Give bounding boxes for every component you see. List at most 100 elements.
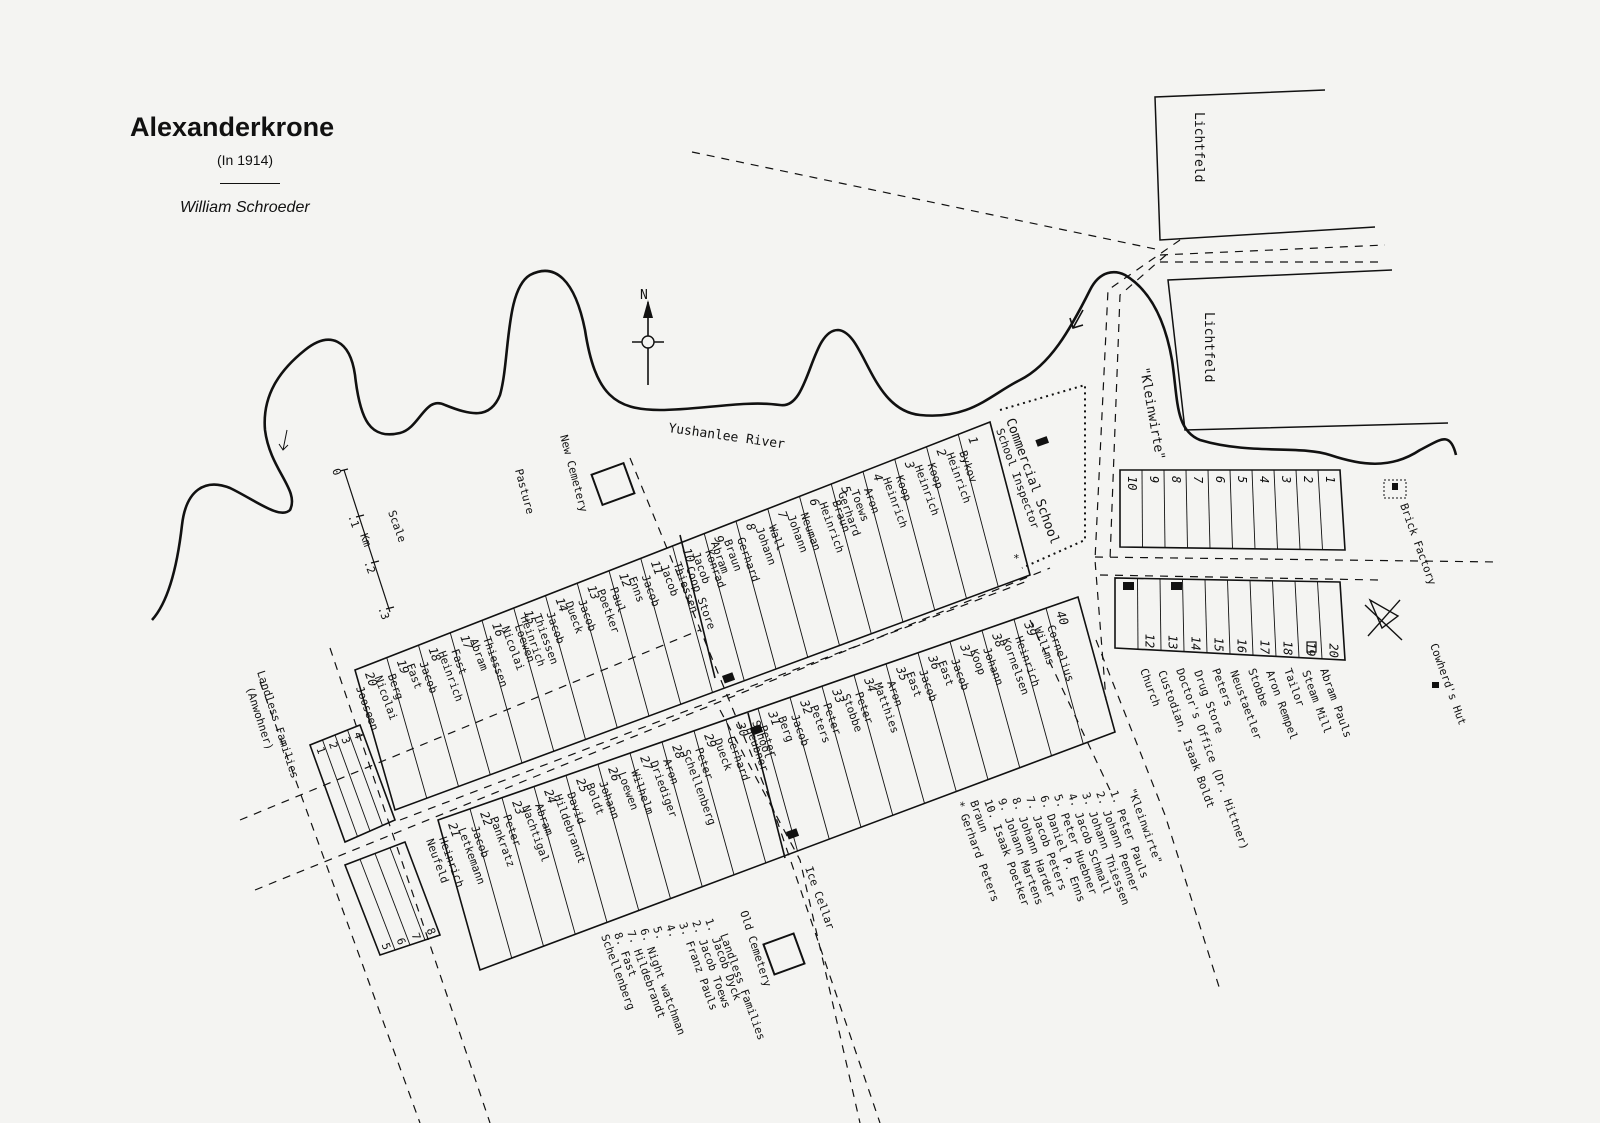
scale-tick-label: .1: [345, 513, 362, 530]
kleinwirte-lot-number: 12: [1143, 634, 1157, 648]
north-lots-block-divider: [767, 508, 809, 658]
kleinwirte-north-block-divider: [1141, 469, 1143, 548]
north-lot-number: 16: [489, 620, 507, 638]
north-lots-block-divider: [418, 645, 459, 787]
north-lot-number: 1: [965, 434, 981, 446]
lichtfeld-south-field: [1167, 269, 1449, 431]
south-block-split: [747, 712, 786, 859]
kleinwirte-south-block-divider: [1182, 579, 1185, 652]
landless-list-item: 4.: [663, 923, 680, 940]
north-lot-number: 19: [394, 658, 412, 676]
south-lots-block-divider: [885, 663, 925, 804]
kleinwirte-lot-number: 9: [1147, 476, 1161, 483]
south-lots-block: [437, 595, 1116, 972]
north-lots-block-divider: [640, 558, 682, 705]
building-mark: [722, 672, 736, 684]
north-lot-number: 5: [838, 484, 854, 496]
kleinwirte-lot-number: 17: [1258, 640, 1272, 655]
south-lot-number: 35: [893, 664, 911, 683]
south-lot-number: 34: [861, 675, 879, 694]
south-lot-number: 38: [989, 630, 1007, 649]
south-lots-block-divider: [917, 652, 957, 792]
north-lot-number: 17: [457, 633, 475, 652]
kleinwirte-lot-number: 4: [1257, 476, 1271, 483]
south-lot-number: 29: [701, 731, 719, 749]
kleinwirte-south-block: [1114, 577, 1346, 661]
north-lots-block-divider: [862, 471, 904, 623]
south-lot-number: 25: [573, 776, 591, 794]
kleinwirte-south-block-divider: [1137, 578, 1139, 650]
south-lot-number: 26: [605, 765, 623, 783]
landless-list-item: 5.: [650, 925, 667, 942]
south-lots-block-divider: [1045, 608, 1084, 745]
landless-lot-number: 1: [313, 745, 327, 756]
north-lots-block-divider: [957, 434, 999, 587]
landless-lot-number: 3: [338, 735, 352, 746]
building-mark: [750, 724, 764, 736]
kleinwirte-lot-number: 10: [1125, 476, 1139, 490]
north-lot-number: 4: [870, 472, 886, 484]
kleinwirte-lot-number: 2: [1301, 476, 1315, 483]
north-lots-block-divider: [735, 521, 777, 670]
school-inspector-marker: *: [1013, 552, 1020, 565]
kleinwirte-lot-number: 6: [1213, 476, 1227, 483]
south-lots-block-divider: [789, 697, 830, 840]
south-lots-block-divider: [565, 775, 608, 923]
north-lot-number: 13: [584, 583, 602, 601]
scale-tick-label: 0: [329, 467, 343, 478]
kleinwirte-south-block-divider: [1294, 581, 1300, 658]
landless-bottom-block-divider: [359, 859, 396, 951]
north-lots-block-divider: [545, 595, 586, 740]
scale-title: Scale: [385, 509, 409, 545]
scale-bar: [339, 468, 395, 613]
landless-lot-number: 6: [394, 936, 408, 947]
north-lots-block-divider: [576, 583, 618, 728]
kleinwirte-lot-number: 7: [1191, 476, 1205, 484]
school-building-mark: [1035, 436, 1050, 447]
south-lot-number: 30: [733, 719, 751, 738]
old-cemetery-plot: [762, 932, 806, 976]
south-lots-block-divider: [469, 808, 513, 959]
river-label: Yushanlee River: [667, 421, 786, 452]
cowherds-hut-mark: [1432, 682, 1439, 688]
kleinwirte-lot-number: 1: [1323, 476, 1337, 483]
pasture-label: Pasture: [512, 467, 537, 515]
river-flow-arrow-east: [1069, 309, 1084, 329]
south-lots-block-divider: [661, 741, 703, 887]
south-lot-number: 33: [829, 686, 847, 705]
north-lot-number: 20: [362, 670, 380, 688]
south-lots-block-divider: [949, 641, 989, 780]
scale-tick-label: .2: [361, 559, 378, 576]
kleinwirte-lot-number: 16: [1235, 639, 1249, 653]
north-lots-block: [354, 420, 1031, 812]
north-lots-block-divider: [608, 570, 650, 717]
kleinwirte-lot-number: 13: [1166, 635, 1180, 649]
north-lot-number: 12: [616, 571, 634, 589]
south-lots-block-divider: [821, 686, 862, 828]
landless-top-block-divider: [347, 729, 383, 826]
south-lot-number: 22: [477, 810, 495, 828]
landless-lot-number: 7: [409, 931, 423, 942]
kleinwirte-north-block: [1119, 469, 1346, 551]
ice-cellar-label: Ice Cellar: [802, 865, 837, 932]
south-lot-number: 36: [925, 652, 943, 671]
lichtfeld-north-label: Lichtfeld: [1191, 112, 1206, 182]
south-lot-number: 37: [957, 641, 976, 661]
south-lots-block-divider: [853, 674, 894, 816]
north-lots-block-divider: [799, 496, 840, 646]
south-lots-block-divider: [757, 708, 798, 852]
north-lot-number: 2: [934, 447, 950, 459]
kleinwirte-north-block-divider: [1229, 469, 1233, 549]
north-lots-block-divider: [513, 607, 555, 752]
map-title: Alexanderkrone: [130, 112, 335, 142]
building-mark: [1306, 641, 1317, 653]
new-cemetery-plot: [590, 461, 636, 507]
landless-bottom-block: [343, 840, 442, 956]
south-lots-block-divider: [533, 786, 576, 935]
kleinwirte-lot-number: 15: [1212, 637, 1226, 651]
south-lot-number: 39: [1021, 619, 1039, 638]
north-lots-block-divider: [386, 657, 428, 799]
kleinwirte-south-block-divider: [1204, 579, 1208, 653]
windmill-icon: [1364, 598, 1403, 641]
